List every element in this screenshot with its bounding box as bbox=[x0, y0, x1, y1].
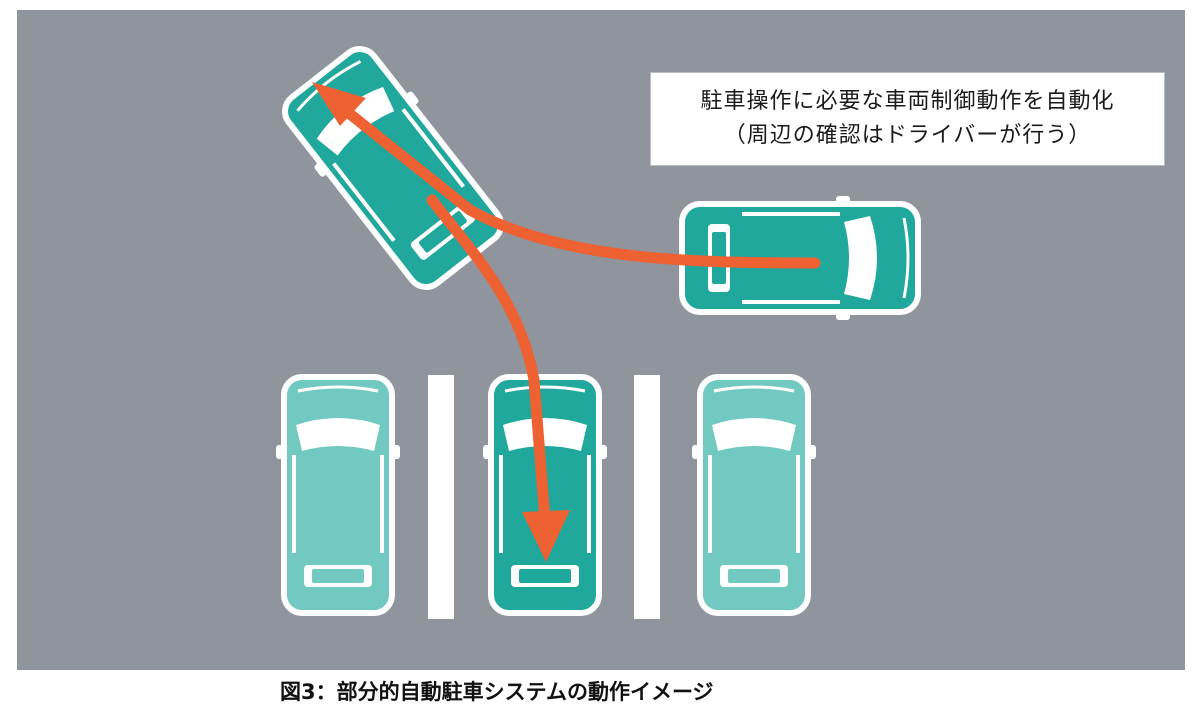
figure-caption: 図3：部分的自動駐車システムの動作イメージ bbox=[280, 680, 714, 704]
parked-car-right bbox=[692, 377, 816, 613]
explanation-line-2: （周辺の確認はドライバーが行う） bbox=[723, 123, 1092, 148]
explanation-line-1: 駐車操作に必要な車両制御動作を自動化 bbox=[700, 89, 1115, 114]
parking-line-right bbox=[634, 375, 660, 619]
explanation-box: 駐車操作に必要な車両制御動作を自動化 （周辺の確認はドライバーが行う） bbox=[650, 72, 1165, 166]
parked-car-left bbox=[276, 377, 400, 613]
parking-line-left bbox=[428, 375, 454, 619]
path-arrow-icon bbox=[312, 82, 821, 562]
